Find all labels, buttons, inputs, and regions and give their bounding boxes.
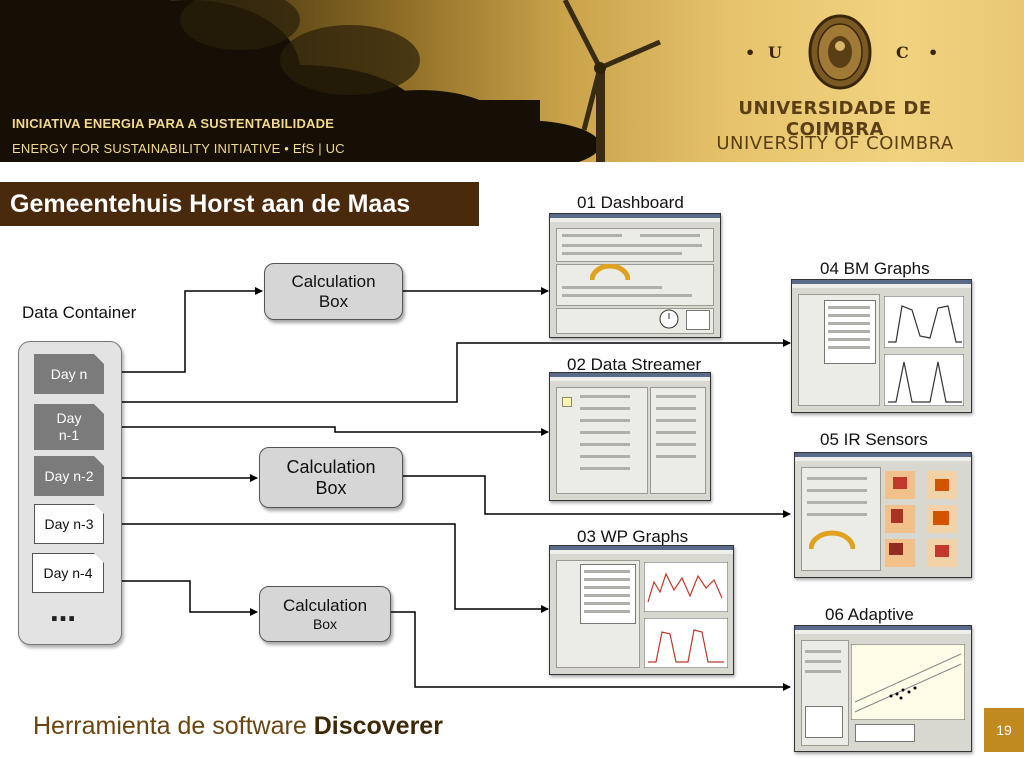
heatmap-grid-icon: [885, 471, 957, 567]
data-streamer-screenshot: [549, 372, 711, 501]
screen-label-bm-graphs: 04 BM Graphs: [820, 259, 930, 278]
screen-label-ir-sensors: 05 IR Sensors: [820, 430, 928, 449]
initiative-title-en: ENERGY FOR SUSTAINABILITY INITIATIVE • E…: [12, 141, 345, 156]
calc-box-2-line1: Calculation: [286, 456, 376, 477]
day-n-1: Day n-1: [34, 404, 104, 450]
connector-calc2-ir: [401, 475, 791, 518]
line-graph-icon: [644, 562, 728, 612]
screen-label-wp-graphs: 03 WP Graphs: [577, 527, 689, 546]
connector-wp-graphs: [120, 523, 549, 613]
screen-label-data-streamer: 02 Data Streamer: [567, 355, 702, 374]
wp-graphs-screenshot: [549, 545, 734, 675]
bm-graphs-screenshot: [791, 279, 972, 413]
more-days-ellipsis: …: [50, 598, 78, 628]
connector-dayn4-calc3: [104, 580, 258, 616]
gauge-icon: [590, 264, 630, 281]
seal-letter-c: C: [896, 43, 909, 62]
calc-box-2-line2: Box: [315, 477, 347, 498]
seal-dot-left: •: [745, 43, 756, 62]
footer-caption-plain: Herramienta de software: [33, 712, 314, 740]
connector-calc3-adaptive: [389, 611, 791, 691]
footer-caption-bold: Discoverer: [313, 712, 443, 740]
day-n-4: Day n-4: [32, 553, 104, 593]
university-name-en: UNIVERSITY OF COIMBRA: [716, 133, 954, 154]
dashboard-screenshot: [549, 213, 721, 338]
day-n-3: Day n-3: [34, 504, 104, 544]
clock-icon: [659, 309, 679, 329]
day-n: Day n: [34, 354, 104, 394]
calc-box-1-line1: Calculation: [291, 271, 376, 291]
seal-dot-right: •: [928, 43, 939, 62]
screen-label-adaptive: 06 Adaptive: [825, 605, 914, 624]
adaptive-screenshot: [794, 625, 972, 752]
calc-box-1-line2: Box: [318, 291, 349, 311]
footer-caption: Herramienta de software Discoverer: [33, 712, 443, 741]
calc-box-3-line2: Box: [312, 615, 338, 632]
connector-data-streamer: [120, 426, 549, 436]
slide-title: Gemeentehuis Horst aan de Maas: [0, 182, 479, 226]
university-seal-icon: [808, 14, 872, 90]
calculation-box-1: Calculation Box: [264, 263, 403, 320]
seal-letter-u: U: [768, 43, 782, 62]
scatter-plot-icon: [851, 644, 965, 720]
screen-label-dashboard: 01 Dashboard: [577, 193, 684, 212]
day-n-2: Day n-2: [34, 456, 104, 496]
header-banner: INICIATIVA ENERGIA PARA A SUSTENTABILIDA…: [0, 0, 1024, 162]
line-graph-icon: [644, 618, 728, 668]
calculation-box-3: Calculation Box: [259, 586, 391, 642]
ir-sensors-screenshot: [794, 452, 972, 578]
line-graph-icon: [884, 354, 964, 406]
connector-dayn-calc1: [104, 287, 263, 373]
gauge-icon: [809, 530, 855, 550]
calculation-box-2: Calculation Box: [259, 447, 403, 508]
line-graph-icon: [884, 296, 964, 348]
page-number: 19: [984, 708, 1024, 752]
calc-box-3-line1: Calculation: [282, 596, 368, 616]
university-name-pt: UNIVERSIDADE DE COIMBRA: [738, 98, 932, 140]
initiative-title-pt: INICIATIVA ENERGIA PARA A SUSTENTABILIDA…: [12, 116, 335, 131]
connector-bm-graphs: [120, 339, 791, 403]
landscape-photo: [0, 0, 872, 162]
wind-turbine-icon: [562, 0, 661, 162]
data-container-label: Data Container: [22, 303, 137, 322]
